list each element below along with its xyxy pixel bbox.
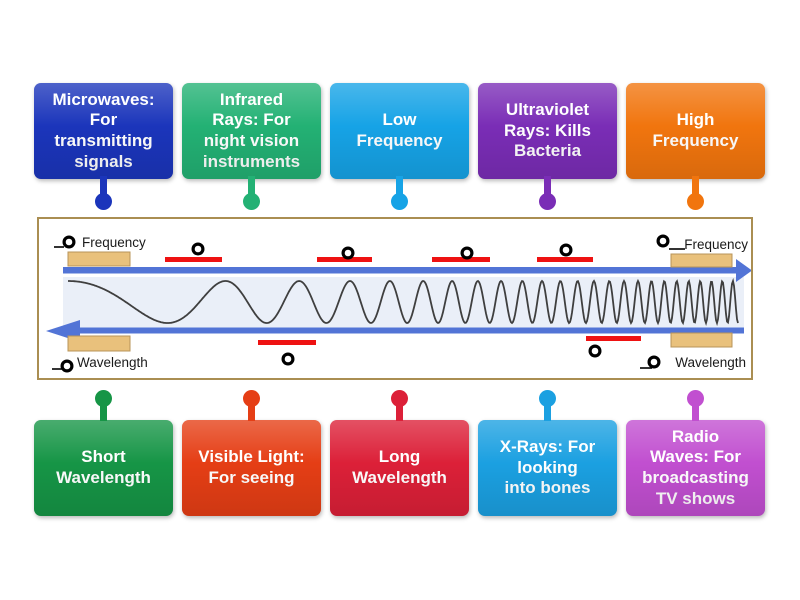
label-ultraviolet[interactable]: Ultraviolet Rays: Kills Bacteria bbox=[478, 83, 617, 179]
label-pin[interactable] bbox=[539, 193, 556, 210]
label-text: Long Wavelength bbox=[352, 447, 447, 487]
label-pin[interactable] bbox=[243, 390, 260, 407]
answer-pin[interactable] bbox=[647, 355, 661, 369]
label-pin[interactable] bbox=[95, 390, 112, 407]
answer-pin[interactable] bbox=[559, 243, 573, 257]
label-pin[interactable] bbox=[95, 193, 112, 210]
spectrum-diagram: Frequency Frequency Wavelength Wavelengt… bbox=[37, 217, 753, 380]
label-text: X-Rays: For looking into bones bbox=[499, 436, 596, 498]
frequency-arrow-shaft bbox=[63, 267, 736, 274]
label-pin[interactable] bbox=[539, 390, 556, 407]
label-stem bbox=[248, 404, 255, 421]
marker-bar bbox=[586, 336, 641, 341]
label-pin[interactable] bbox=[687, 390, 704, 407]
answer-pin[interactable] bbox=[62, 235, 76, 249]
label-stem bbox=[544, 404, 551, 421]
label-microwaves[interactable]: Microwaves: For transmitting signals bbox=[34, 83, 173, 179]
marker-bar bbox=[432, 257, 490, 262]
answer-box-top-left bbox=[67, 251, 131, 267]
wavelength-text-left: Wavelength bbox=[77, 355, 148, 370]
marker-bar bbox=[537, 257, 593, 262]
label-text: High Frequency bbox=[652, 110, 739, 150]
label-visible-light[interactable]: Visible Light: For seeing bbox=[182, 420, 321, 516]
label-stem bbox=[396, 176, 403, 196]
label-text: Ultraviolet Rays: Kills Bacteria bbox=[504, 99, 591, 161]
label-radio-waves[interactable]: Radio Waves: For broadcasting TV shows bbox=[626, 420, 765, 516]
answer-box-top-right bbox=[670, 253, 733, 268]
label-stem bbox=[100, 176, 107, 196]
wavelength-text-right: Wavelength bbox=[675, 355, 746, 370]
answer-pin[interactable] bbox=[656, 234, 670, 248]
label-stem bbox=[248, 176, 255, 196]
marker-bar bbox=[258, 340, 316, 345]
label-text: Low Frequency bbox=[356, 110, 443, 150]
label-long-wavelength[interactable]: Long Wavelength bbox=[330, 420, 469, 516]
spectrum-wave bbox=[68, 277, 739, 327]
answer-pin[interactable] bbox=[341, 246, 355, 260]
answer-pin[interactable] bbox=[588, 344, 602, 358]
marker-bar bbox=[165, 257, 222, 262]
label-pin[interactable] bbox=[391, 390, 408, 407]
answer-box-bottom-right bbox=[670, 332, 733, 348]
label-text: Short Wavelength bbox=[56, 447, 151, 487]
label-high-frequency[interactable]: High Frequency bbox=[626, 83, 765, 179]
wavelength-arrow-shaft bbox=[78, 327, 744, 334]
frequency-text-left: Frequency bbox=[82, 235, 146, 250]
label-pin[interactable] bbox=[391, 193, 408, 210]
label-text: Visible Light: For seeing bbox=[198, 447, 305, 487]
spectrum-diagram-svg: Frequency Frequency Wavelength Wavelengt… bbox=[46, 234, 751, 373]
answer-box-bottom-left bbox=[67, 335, 131, 352]
answer-pin[interactable] bbox=[281, 352, 295, 366]
label-short-wavelength[interactable]: Short Wavelength bbox=[34, 420, 173, 516]
label-text: Infrared Rays: For night vision instrume… bbox=[202, 89, 301, 171]
label-pin[interactable] bbox=[243, 193, 260, 210]
answer-pin[interactable] bbox=[60, 359, 74, 373]
label-x-rays[interactable]: X-Rays: For looking into bones bbox=[478, 420, 617, 516]
answer-pin[interactable] bbox=[191, 242, 205, 256]
label-low-frequency[interactable]: Low Frequency bbox=[330, 83, 469, 179]
label-stem bbox=[396, 404, 403, 421]
label-text: Radio Waves: For broadcasting TV shows bbox=[642, 426, 749, 508]
frequency-text-right: Frequency bbox=[684, 237, 748, 252]
answer-pin[interactable] bbox=[460, 246, 474, 260]
marker-bar bbox=[317, 257, 372, 262]
label-text: Microwaves: For transmitting signals bbox=[52, 89, 155, 171]
frequency-arrow-head bbox=[736, 259, 751, 282]
label-infrared[interactable]: Infrared Rays: For night vision instrume… bbox=[182, 83, 321, 179]
label-stem bbox=[544, 176, 551, 196]
label-stem bbox=[100, 404, 107, 421]
label-stem bbox=[692, 176, 699, 196]
label-pin[interactable] bbox=[687, 193, 704, 210]
label-stem bbox=[692, 404, 699, 421]
